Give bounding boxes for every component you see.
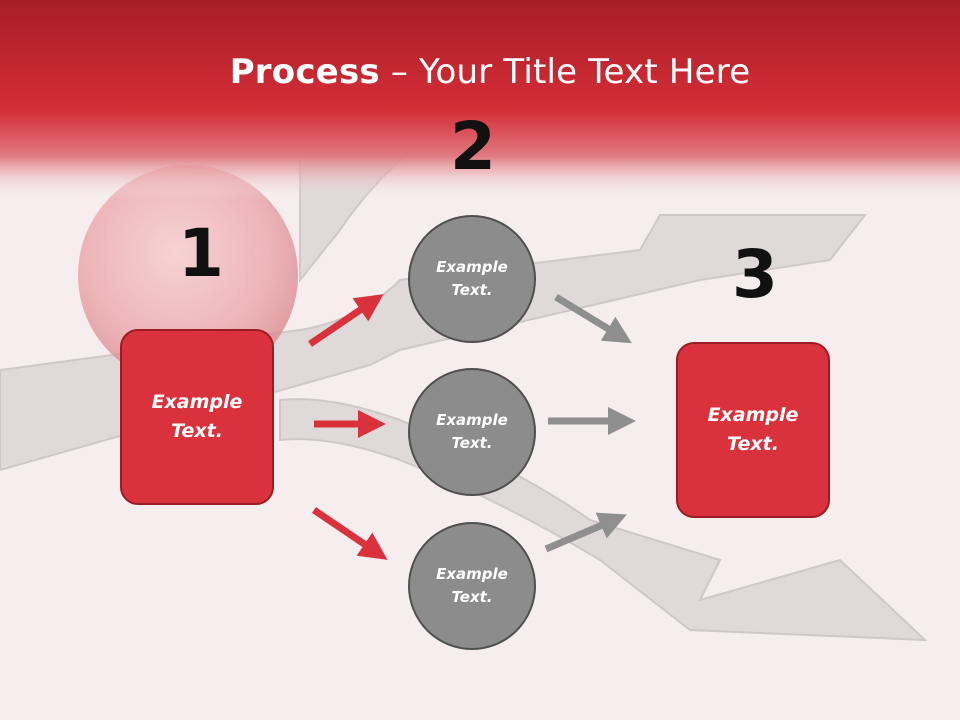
slide-title: Process – Your Title Text Here (0, 52, 960, 92)
step2-circle-top: Example Text. (408, 215, 536, 343)
step-number-2: 2 (450, 108, 496, 185)
circle-middle-line1: Example (436, 411, 508, 429)
circle-middle-line2: Text. (451, 434, 493, 452)
circle-bottom-line1: Example (436, 565, 508, 583)
step1-box: Example Text. (120, 329, 274, 505)
arrow-red-down (312, 507, 388, 560)
step3-box: Example Text. (676, 342, 830, 518)
step1-text-line2: Text. (171, 420, 223, 442)
step2-circle-bottom: Example Text. (408, 522, 536, 650)
arrow-gray-down (554, 294, 632, 344)
step-number-1: 1 (178, 215, 224, 292)
step3-text-line1: Example (707, 404, 799, 426)
step2-circle-middle: Example Text. (408, 368, 536, 496)
step1-text-line1: Example (151, 391, 243, 413)
title-rest: – Your Title Text Here (379, 52, 751, 92)
step-number-3: 3 (732, 236, 778, 313)
title-bold: Process (229, 52, 380, 92)
circle-top-line2: Text. (451, 281, 493, 299)
circle-bottom-line2: Text. (451, 588, 493, 606)
arrow-gray-up (544, 512, 627, 553)
arrow-red-up (308, 294, 384, 347)
step3-text-line2: Text. (727, 433, 779, 455)
circle-top-line1: Example (436, 258, 508, 276)
